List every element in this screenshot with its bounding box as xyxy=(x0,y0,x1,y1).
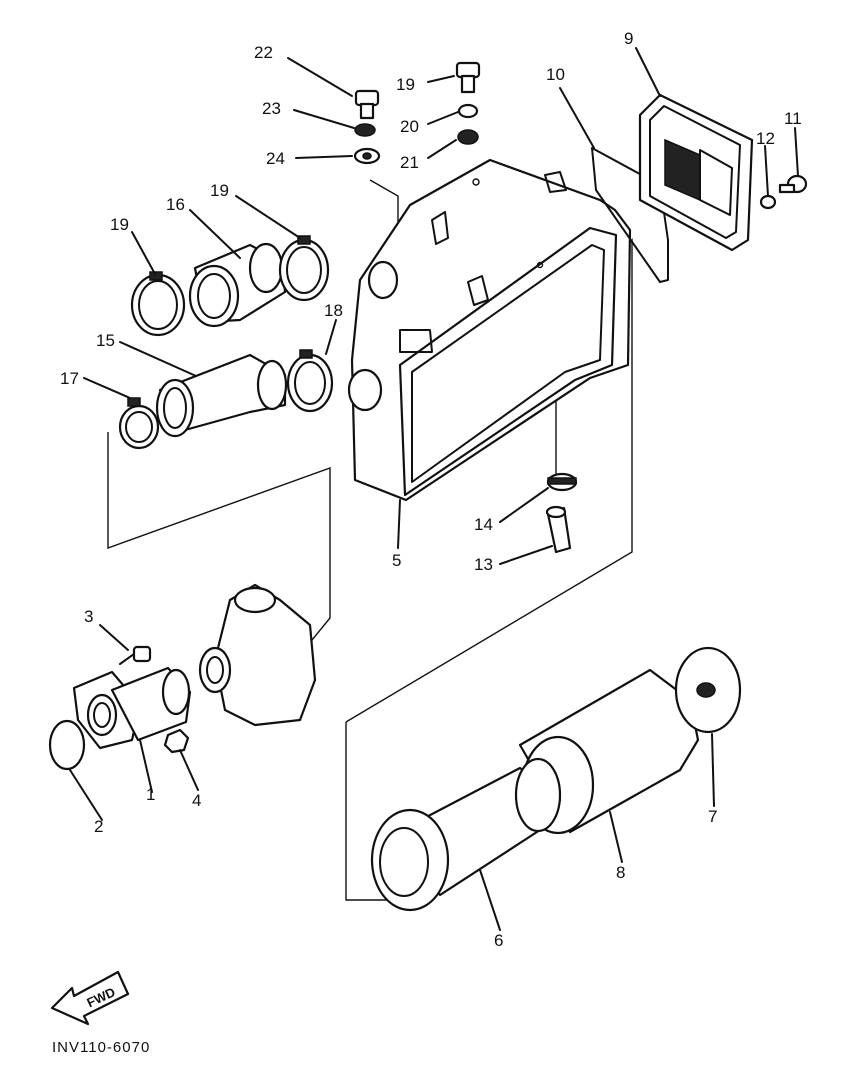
part-labels: 22 23 24 19 20 21 10 9 11 12 19 16 19 19… xyxy=(60,29,802,950)
carburetor-reference xyxy=(198,583,317,727)
part-label: 13 xyxy=(474,555,493,574)
part-label: 15 xyxy=(96,331,115,350)
part-label: 19 xyxy=(210,181,229,200)
part-label: 18 xyxy=(324,301,343,320)
bolt-3 xyxy=(119,645,152,665)
forward-arrow: FWD xyxy=(50,970,130,1026)
carburetor-joint-15 xyxy=(155,353,288,438)
part-label: 4 xyxy=(192,791,201,810)
figure-code: INV110-6070 xyxy=(52,1039,150,1056)
washer-22 xyxy=(457,129,479,145)
part-label: 9 xyxy=(624,29,633,48)
o-ring-2 xyxy=(48,719,86,771)
part-label: 1 xyxy=(146,785,155,804)
washer-25-hole xyxy=(362,152,372,160)
leader-lines xyxy=(69,47,799,931)
drain-clip-14 xyxy=(546,472,578,492)
part-label: 20 xyxy=(400,117,419,136)
part-label: 7 xyxy=(708,807,717,826)
intake-manifold-1 xyxy=(72,666,192,750)
screw-11 xyxy=(778,174,808,194)
bolt-20 xyxy=(455,61,481,94)
part-label: 8 xyxy=(616,863,625,882)
nut-4 xyxy=(163,728,190,754)
air-box-joint-16 xyxy=(188,242,287,328)
washer-12 xyxy=(759,194,777,210)
part-label: 3 xyxy=(84,607,93,626)
drain-hose-13 xyxy=(545,505,572,554)
part-label: 21 xyxy=(400,153,419,172)
bolt-23 xyxy=(354,89,380,120)
air-box-cover xyxy=(638,93,754,252)
part-label: 23 xyxy=(262,99,281,118)
part-label: 11 xyxy=(784,109,802,128)
part-label: 17 xyxy=(60,369,79,388)
washer-21 xyxy=(457,103,479,119)
filter-cap-7 xyxy=(674,646,742,734)
washer-24 xyxy=(354,123,376,137)
part-label: 24 xyxy=(266,149,285,168)
part-label: 22 xyxy=(254,43,273,62)
clamp-17 xyxy=(118,397,160,450)
part-label: 19 xyxy=(110,215,129,234)
part-label: 2 xyxy=(94,817,103,836)
air-filter-element-6 xyxy=(370,757,562,912)
part-label: 6 xyxy=(494,931,503,950)
part-label: 12 xyxy=(756,129,775,148)
clamp-19-right xyxy=(278,235,330,302)
part-label: 19 xyxy=(396,75,415,94)
clamp-18 xyxy=(286,349,334,413)
part-label: 10 xyxy=(546,65,565,84)
part-label: 5 xyxy=(392,551,401,570)
air-box xyxy=(347,158,632,502)
clamp-19-left xyxy=(130,271,186,337)
part-label: 16 xyxy=(166,195,185,214)
part-label: 14 xyxy=(474,515,493,534)
